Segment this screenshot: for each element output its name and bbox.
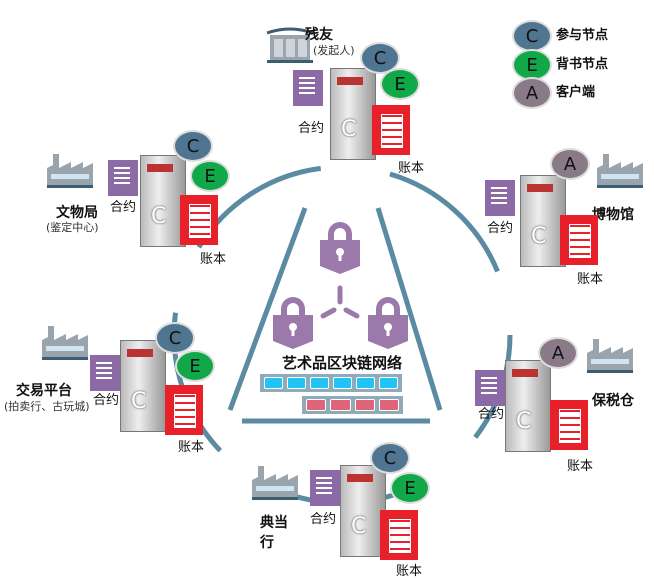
legend-label: 背书节点 bbox=[556, 57, 609, 72]
server-letter: C bbox=[351, 514, 367, 539]
server-letter: C bbox=[131, 389, 147, 414]
ledger-icon bbox=[550, 400, 588, 450]
node-name: 保税仓 bbox=[592, 393, 634, 409]
node-subtitle: (鉴定中心) bbox=[46, 221, 99, 234]
ledger-label: 账本 bbox=[567, 459, 594, 474]
badge-E: E bbox=[175, 350, 215, 382]
ledger-icon bbox=[165, 385, 203, 435]
badge-C: C bbox=[173, 130, 213, 162]
triangle-right-edge bbox=[375, 207, 443, 411]
badge-A: A bbox=[550, 148, 590, 180]
badge-A: A bbox=[538, 337, 578, 369]
server-letter: C bbox=[516, 409, 532, 434]
badge-C: C bbox=[155, 322, 195, 354]
badge-E: E bbox=[390, 472, 430, 504]
factory-icon bbox=[45, 150, 95, 188]
contract-icon bbox=[475, 370, 505, 406]
contract-icon bbox=[293, 70, 323, 106]
badge-E: E bbox=[190, 160, 230, 192]
legend-badge-A: A bbox=[512, 77, 552, 109]
contract-label: 合约 bbox=[310, 512, 337, 527]
contract-label: 合约 bbox=[487, 221, 514, 236]
contract-label: 合约 bbox=[110, 200, 137, 215]
server-icon: C bbox=[340, 465, 386, 557]
server-icon: C bbox=[140, 155, 186, 247]
contract-label: 合约 bbox=[478, 407, 505, 422]
factory-icon bbox=[585, 335, 635, 373]
node-name: 交易平台 bbox=[16, 383, 72, 399]
server-letter: C bbox=[151, 204, 167, 229]
node-name: 残友 bbox=[305, 27, 333, 43]
connector-icon bbox=[320, 285, 360, 319]
legend-label: 客户端 bbox=[556, 85, 596, 100]
badge-C: C bbox=[360, 42, 400, 74]
ring-arc bbox=[171, 164, 513, 506]
server-letter: C bbox=[341, 117, 357, 142]
building-icon bbox=[265, 25, 315, 63]
lock-icon bbox=[368, 297, 408, 349]
node-subtitle: (发起人) bbox=[313, 44, 355, 57]
contract-icon bbox=[485, 180, 515, 216]
node-name: 文物局 bbox=[56, 205, 98, 221]
server-icon: C bbox=[330, 68, 376, 160]
contract-icon bbox=[90, 355, 120, 391]
badge-C: C bbox=[370, 442, 410, 474]
server-icon: C bbox=[505, 360, 551, 452]
block-row-1 bbox=[260, 374, 402, 392]
factory-icon bbox=[40, 322, 90, 360]
badge-E: E bbox=[380, 68, 420, 100]
server-icon: C bbox=[120, 340, 166, 432]
node-name: 博物馆 bbox=[592, 207, 634, 223]
ledger-icon bbox=[372, 105, 410, 155]
contract-label: 合约 bbox=[93, 393, 120, 408]
ledger-label: 账本 bbox=[398, 161, 425, 176]
ledger-label: 账本 bbox=[200, 252, 227, 267]
contract-label: 合约 bbox=[298, 121, 325, 136]
ledger-label: 账本 bbox=[178, 440, 205, 455]
legend-badge-C: C bbox=[512, 20, 552, 52]
legend-label: 参与节点 bbox=[556, 28, 609, 43]
lock-icons bbox=[273, 222, 408, 349]
ledger-icon bbox=[380, 510, 418, 560]
lock-icon bbox=[273, 297, 313, 349]
node-subtitle: (拍卖行、古玩城) bbox=[4, 400, 90, 413]
ledger-icon bbox=[560, 215, 598, 265]
triangle-left-edge bbox=[227, 207, 308, 411]
network-title: 艺术品区块链网络 bbox=[282, 354, 403, 372]
ledger-icon bbox=[180, 195, 218, 245]
block-row-2 bbox=[302, 396, 403, 414]
node-name: 典当行 bbox=[260, 515, 288, 551]
contract-icon bbox=[108, 160, 138, 196]
factory-icon bbox=[595, 150, 645, 188]
contract-icon bbox=[310, 470, 340, 506]
lock-icon bbox=[320, 222, 360, 274]
ledger-label: 账本 bbox=[396, 564, 423, 578]
factory-icon bbox=[250, 462, 300, 500]
server-letter: C bbox=[531, 224, 547, 249]
ledger-label: 账本 bbox=[577, 272, 604, 287]
